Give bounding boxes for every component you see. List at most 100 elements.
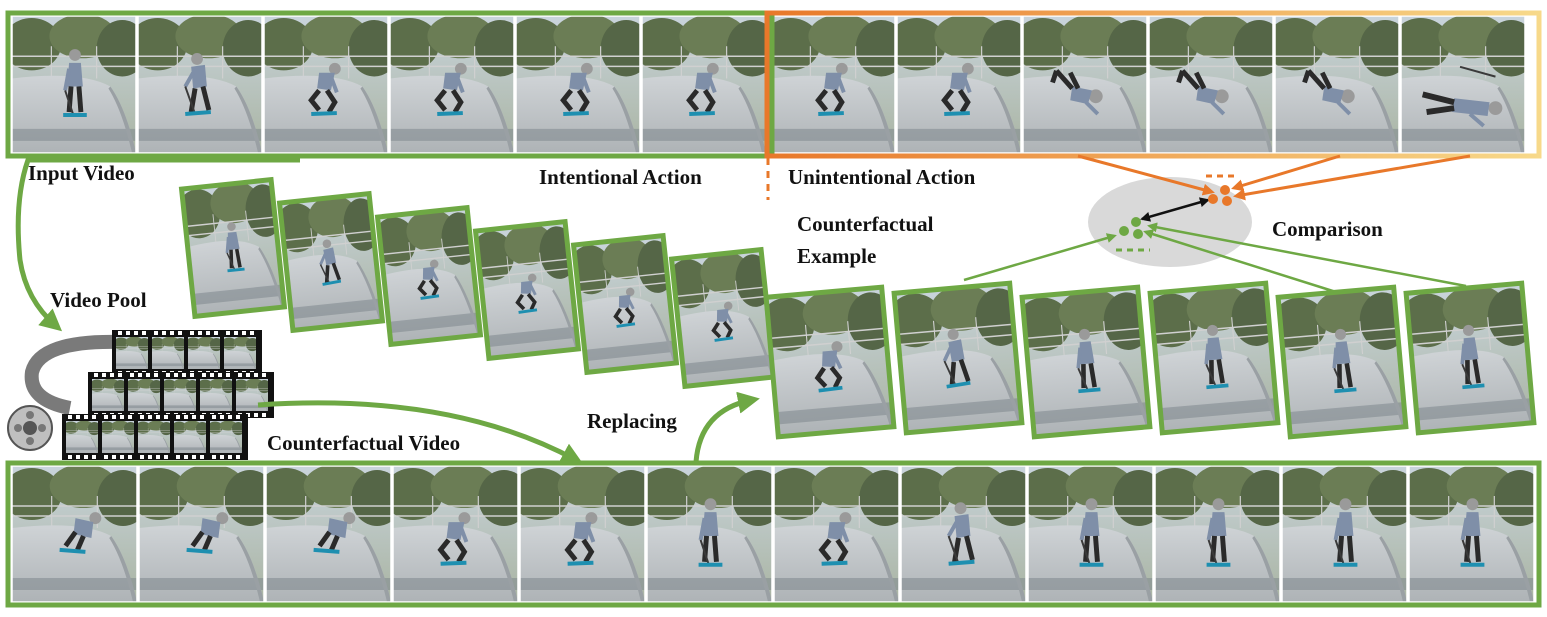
pool-clip-frame xyxy=(276,190,386,334)
unintentional-frame xyxy=(770,15,896,154)
counterfactual-video-frame-edge xyxy=(138,465,265,603)
replacing-label: Replacing xyxy=(587,409,677,433)
filmstrip-hole xyxy=(148,415,152,419)
filmstrip-thumb xyxy=(102,421,134,453)
counterfactual-video-frame xyxy=(519,465,646,603)
counterfactual-video-frames xyxy=(11,465,1535,603)
pool-clip-frame xyxy=(668,246,778,390)
comparison-double-arrow xyxy=(1140,197,1210,222)
filmstrip-hole xyxy=(94,373,98,377)
filmstrip-hole xyxy=(242,331,246,335)
counterfactual-example-frame xyxy=(1147,280,1281,436)
filmstrip-thumb xyxy=(92,379,124,411)
filmstrip-hole xyxy=(246,373,250,377)
filmstrip-hole xyxy=(166,373,170,377)
counterfactual-video-frame-edge xyxy=(900,465,1027,603)
filmstrip-hole xyxy=(142,331,146,335)
counterfactual-video-frame xyxy=(1027,465,1154,603)
input-video-frames xyxy=(11,15,767,154)
counterfactual-video-frame-edge xyxy=(11,465,138,603)
input-frame xyxy=(515,15,641,154)
filmstrip-hole xyxy=(112,455,116,459)
filmstrip-hole xyxy=(262,413,266,417)
filmstrip-hole xyxy=(254,373,258,377)
filmstrip-hole xyxy=(162,331,166,335)
counterfactual-video-frame-edge xyxy=(265,465,392,603)
filmstrip-hole xyxy=(200,455,204,459)
filmstrip-hole xyxy=(120,455,124,459)
filmstrip-hole xyxy=(92,455,96,459)
filmstrip-thumb xyxy=(174,421,206,453)
filmstrip-hole xyxy=(156,455,160,459)
filmstrip-hole xyxy=(210,373,214,377)
counterfactual-video-frame xyxy=(265,465,392,603)
counterfactual-video-frame xyxy=(900,465,1027,603)
filmstrip-hole xyxy=(236,415,240,419)
intentional-feature-dots xyxy=(1119,217,1143,239)
counterfactual-video-frame-edge xyxy=(1027,465,1154,603)
input-to-pool-arrow xyxy=(15,157,300,332)
filmstrip-thumb xyxy=(128,379,160,411)
filmstrip-hole xyxy=(228,455,232,459)
unintentional-frame xyxy=(896,15,1022,154)
filmstrip-hole xyxy=(176,415,180,419)
counterfactual-video-frame xyxy=(1408,465,1535,603)
video-pool-label: Video Pool xyxy=(50,288,147,312)
filmstrip-hole xyxy=(192,455,196,459)
filmstrip-hole xyxy=(212,455,216,459)
filmstrip-hole xyxy=(192,415,196,419)
unintentional-frame-edge xyxy=(1148,15,1274,154)
filmstrip-thumb xyxy=(66,421,98,453)
filmstrip-hole xyxy=(130,373,134,377)
filmstrip-hole xyxy=(128,415,132,419)
filmstrip-hole xyxy=(190,373,194,377)
counterfactual-example-frame xyxy=(763,284,897,440)
input-video-label: Input Video xyxy=(28,161,135,185)
unintentional-frame xyxy=(1148,15,1274,154)
pool-to-counterfactual-arrow xyxy=(257,400,584,464)
pool-clip-frame-border xyxy=(472,218,582,362)
filmstrip-hole xyxy=(148,455,152,459)
filmstrip-hole xyxy=(140,455,144,459)
unintentional-frame xyxy=(1022,15,1148,154)
input-video-frame-border xyxy=(5,10,775,159)
unintentional-frame-scene xyxy=(1275,16,1399,153)
filmstrip-hole xyxy=(138,373,142,377)
filmstrip-hole xyxy=(190,331,194,335)
filmstrip-hole xyxy=(146,373,150,377)
counterfactual-video-frame xyxy=(1154,465,1281,603)
filmstrip-hole xyxy=(102,373,106,377)
filmstrip-thumb xyxy=(138,421,170,453)
pool-clip-frame xyxy=(472,218,582,362)
pool-clip-frames xyxy=(178,176,778,390)
filmstrip-hole xyxy=(182,373,186,377)
unintentional-frame-edge xyxy=(1400,15,1526,154)
counterfactual-example-frame xyxy=(891,280,1025,436)
filmstrip-hole xyxy=(174,373,178,377)
input-frame-edge xyxy=(137,15,263,154)
input-frame xyxy=(11,15,137,154)
filmstrip-hole xyxy=(220,415,224,419)
filmstrip-hole xyxy=(76,455,80,459)
filmstrip-hole xyxy=(170,331,174,335)
counterfactual-video-frame-edge xyxy=(1281,465,1408,603)
comparison-label: Comparison xyxy=(1272,217,1383,241)
replacing-arrow xyxy=(693,391,760,463)
filmstrip-hole xyxy=(128,455,132,459)
unintentional-action-label: Unintentional Action xyxy=(788,165,976,189)
counterfactual-video-frame-edge xyxy=(519,465,646,603)
input-frame xyxy=(389,15,515,154)
intentional-action-label: Intentional Action xyxy=(539,165,702,189)
filmstrip-thumb xyxy=(116,337,148,369)
counterfactual-example-frame-border xyxy=(891,280,1025,436)
pool-clip-frame-border xyxy=(374,204,484,348)
pool-clip-frame xyxy=(178,176,288,320)
filmstrip-hole xyxy=(154,373,158,377)
filmstrip-hole xyxy=(120,415,124,419)
filmstrip-hole xyxy=(164,415,168,419)
unintentional-frame-scene xyxy=(1401,16,1525,153)
filmstrip-hole xyxy=(76,415,80,419)
filmstrip-hole xyxy=(118,373,122,377)
counterfactual-example-frame-border xyxy=(763,284,897,440)
input-frame-edge xyxy=(263,15,389,154)
